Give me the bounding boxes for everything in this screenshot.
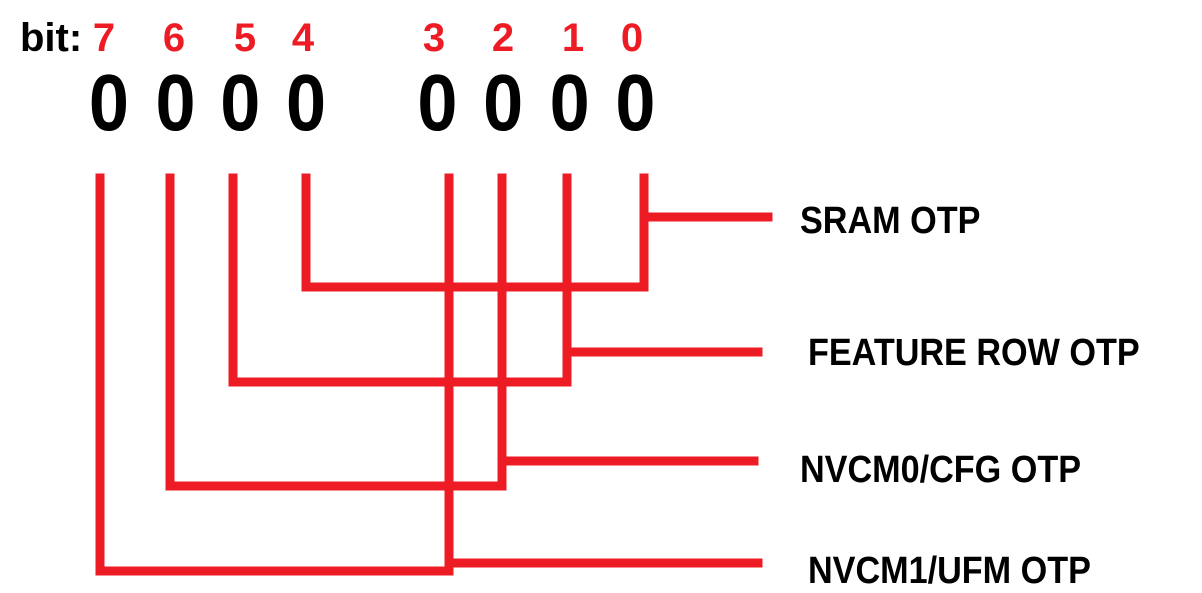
bit-index-6: 6 bbox=[163, 16, 185, 60]
bit-index-3: 3 bbox=[423, 16, 445, 60]
bit-prefix: bit: bbox=[20, 16, 82, 60]
bit-index-0: 0 bbox=[621, 16, 643, 60]
bit-value-4: 0 bbox=[286, 59, 326, 148]
bit-index-5: 5 bbox=[234, 16, 256, 60]
wire-feature-row-bits-5-1 bbox=[228, 173, 572, 387]
output-label-nvcm0-cfg-otp: NVCM0/CFG OTP bbox=[800, 447, 1081, 490]
wire-nvcm1-bits-7-3 bbox=[95, 173, 454, 576]
bit-value-0: 0 bbox=[615, 59, 655, 148]
wire-nvcm0-bits-6-2 bbox=[165, 173, 507, 491]
bit-value-3: 0 bbox=[417, 59, 457, 148]
output-label-feature-row-otp: FEATURE ROW OTP bbox=[808, 330, 1140, 373]
bit-index-7: 7 bbox=[93, 16, 115, 60]
bit-value-2: 0 bbox=[483, 59, 523, 148]
output-label-sram-otp: SRAM OTP bbox=[800, 198, 980, 241]
output-label-nvcm1-ufm-otp: NVCM1/UFM OTP bbox=[808, 548, 1091, 591]
wire-sram-bits-4-0 bbox=[301, 173, 649, 292]
bit-value-5: 0 bbox=[220, 59, 260, 148]
bit-value-7: 0 bbox=[89, 59, 129, 148]
bit-index-1: 1 bbox=[562, 16, 584, 60]
bit-index-2: 2 bbox=[492, 16, 514, 60]
bit-index-4: 4 bbox=[292, 16, 315, 60]
bit-value-6: 0 bbox=[155, 59, 195, 148]
bit-value-1: 0 bbox=[550, 59, 590, 148]
